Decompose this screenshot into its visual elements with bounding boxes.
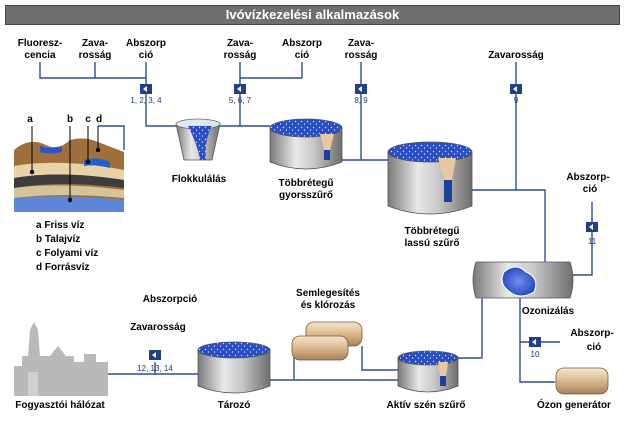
stage-flokkulalas: Flokkulálás [172, 174, 227, 185]
page-title: Ivóvízkezelési alkalmazások [225, 7, 400, 22]
legend-item: b Talajvíz [36, 234, 80, 245]
stage-lassu-2: lassú szűrő [404, 238, 459, 249]
stage-semlegesites-2: és klórozás [301, 300, 356, 311]
label-abszorpcio-2b: ció [295, 50, 309, 61]
rapid-filter-tank: Többrétegű gyorsszűrő [269, 118, 343, 201]
sensor-1: 1, 2, 3, 4 [130, 84, 162, 105]
sensor-2: 5, 6, 7 [229, 84, 252, 105]
ozone-generator: Ózon generátor [537, 367, 611, 411]
stage-lassu-1: Többrétegű [405, 226, 460, 237]
sensor-1-numbers: 1, 2, 3, 4 [130, 96, 162, 105]
flocculation-tank: Flokkulálás [172, 118, 227, 185]
label-fluoreszcencia-1: Fluoresz- [18, 38, 62, 49]
sensor-4-numbers: 9 [514, 96, 519, 105]
label-abszorpcio-1a: Abszorp [126, 38, 166, 49]
label-abszorpcio-r1a: Abszorp- [566, 172, 609, 183]
label-abszorpcio-r1b: ció [583, 184, 597, 195]
stage-gyorsszuro-2: gyorsszűrő [279, 190, 333, 201]
top-labels: Fluoresz- cencia Zava- rosság Abszorp ci… [18, 38, 544, 61]
sensor-7: 12, 13, 14 [137, 350, 173, 373]
sensor-3-numbers: 8, 9 [354, 96, 368, 105]
sensor-2-numbers: 5, 6, 7 [229, 96, 252, 105]
label-zavarossag-2b: rosság [224, 50, 257, 61]
sensor-5: 11 [586, 222, 598, 246]
stage-semlegesites-1: Semlegesítés [296, 288, 360, 299]
label-abszorpcio-r2b: ció [587, 342, 601, 353]
reservoir-tank: Tározó [197, 341, 271, 411]
stage-aktiv-szen: Aktív szén szűrő [387, 400, 466, 411]
label-zavarossag-1b: rosság [79, 50, 112, 61]
stage-gyorsszuro-1: Többrétegű [279, 178, 334, 189]
sensor-4: 9 [510, 84, 522, 105]
source-letter-d: d [96, 114, 102, 125]
sensor-3: 8, 9 [354, 84, 368, 105]
source-letter-b: b [67, 114, 73, 125]
legend-item: a Friss víz [36, 220, 84, 231]
consumer-network-city: Fogyasztói hálózat [14, 322, 108, 411]
legend-item: c Folyami víz [36, 248, 98, 259]
source-letter-a: a [27, 114, 33, 125]
label-zavarossag-4: Zavarosság [488, 50, 544, 61]
active-carbon-tank: Aktív szén szűrő [387, 350, 466, 411]
label-zavarossag-3a: Zava- [348, 38, 374, 49]
sensor-6-numbers: 10 [531, 350, 540, 359]
label-abszorpcio-2a: Abszorp [282, 38, 322, 49]
neutralization-drums: Semlegesítés és klórozás [291, 288, 363, 361]
label-zavarossag-1a: Zava- [82, 38, 108, 49]
sensors: 1, 2, 3, 4 5, 6, 7 8, 9 9 11 10 [130, 84, 598, 373]
label-fluoreszcencia-2: cencia [24, 50, 56, 61]
label-abszorpcio-left: Abszorpció [143, 294, 197, 305]
label-zavarossag-3b: rosság [345, 50, 378, 61]
stage-ozonizalas: Ozonizálás [522, 306, 575, 317]
stage-ozon-generator: Ózon generátor [537, 398, 611, 411]
slow-filter-tank: Többrétegű lassú szűrő [387, 141, 473, 249]
legend-item: d Forrásvíz [36, 262, 89, 273]
label-zavarossag-2a: Zava- [227, 38, 253, 49]
source-legend: a Friss víz b Talajvíz c Folyami víz d F… [36, 220, 98, 273]
sensor-6: 10 [529, 337, 541, 359]
stage-tarozo: Tározó [218, 400, 251, 411]
label-abszorpcio-r2a: Abszorp- [570, 328, 613, 339]
water-source-section: a b c d [14, 114, 124, 212]
stage-halozat: Fogyasztói hálózat [15, 400, 105, 411]
ozonation-tank: Ozonizálás [472, 261, 575, 317]
source-letter-c: c [85, 114, 91, 125]
label-zavarossag-left: Zavarosság [130, 322, 186, 333]
sensor-5-numbers: 11 [588, 237, 597, 246]
sensor-7-numbers: 12, 13, 14 [137, 364, 173, 373]
label-abszorpcio-1b: ció [139, 50, 153, 61]
title-bar: Ivóvízkezelési alkalmazások [5, 5, 620, 25]
